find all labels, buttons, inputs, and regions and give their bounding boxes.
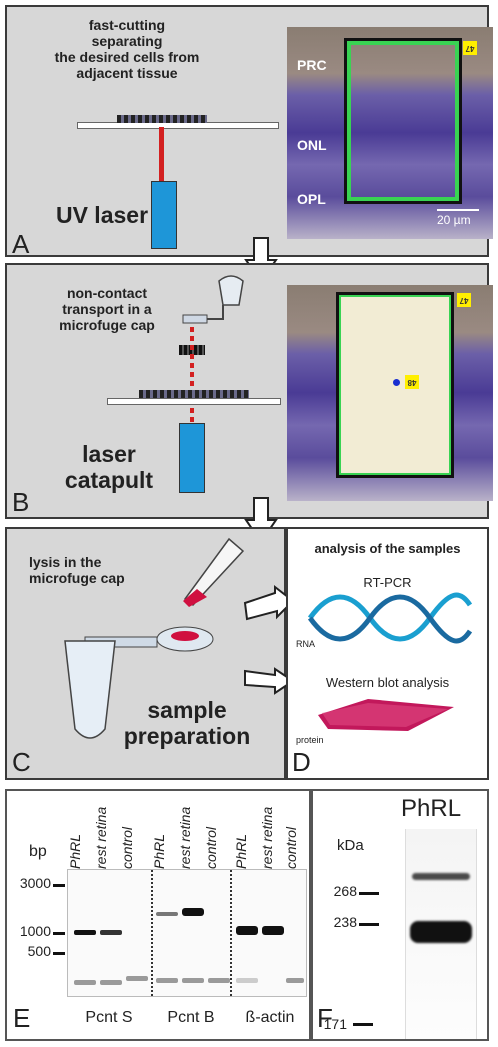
- micrograph-a: PRC ONL OPL 47 20 µm: [287, 27, 493, 239]
- layer-label-prc: PRC: [297, 57, 327, 73]
- lane-label: rest retina: [259, 806, 275, 869]
- panel-a-letter: A: [12, 229, 30, 259]
- panel-c-caption: lysis in the microfuge cap: [29, 554, 125, 586]
- bp-label: bp: [29, 843, 47, 860]
- microscope-slide: [77, 122, 279, 129]
- blot-band: [410, 921, 472, 943]
- laser-catapult-label: laser catapult: [64, 441, 154, 493]
- gel-band: [182, 978, 204, 983]
- lane-label: rest retina: [177, 806, 193, 869]
- gel-band: [286, 978, 304, 983]
- lane-label: control: [203, 826, 219, 869]
- cell-tag-b: 47: [457, 293, 471, 307]
- gel-band: [74, 930, 96, 935]
- panel-f-letter: F: [317, 1003, 333, 1033]
- western-blot-label: Western blot analysis: [325, 675, 450, 690]
- panel-d-letter: D: [292, 747, 311, 777]
- laser-cut-outline: [347, 41, 459, 201]
- protein-lattice-icon: [318, 699, 454, 731]
- kda-label: kDa: [337, 837, 364, 854]
- gel-band: [126, 976, 148, 981]
- panel-d-title: analysis of the samples: [314, 541, 461, 556]
- ladder-label-500: 500: [27, 943, 51, 959]
- microfuge-tube-icon: [64, 626, 214, 739]
- lane-label: rest retina: [93, 806, 109, 869]
- phrl-title: PhRL: [401, 795, 462, 822]
- agarose-gel: [67, 869, 307, 997]
- ladder-label-3000: 3000: [19, 875, 51, 891]
- group-label: ß-actin: [245, 1009, 295, 1026]
- lane-label: control: [283, 826, 299, 869]
- rna-label: RNA: [296, 639, 316, 649]
- cell-tag-center: 48: [405, 375, 419, 389]
- marker-tick-268: [359, 892, 379, 895]
- gel-band: [156, 978, 178, 983]
- western-blot-membrane: [405, 829, 477, 1039]
- protein-label: protein: [296, 735, 324, 745]
- lane-divider: [151, 870, 153, 996]
- gel-band: [236, 926, 258, 935]
- gel-band: [156, 912, 178, 916]
- lane-label: PhRL: [67, 833, 83, 869]
- lane-label: control: [119, 826, 135, 869]
- group-label: Pcnt S: [85, 1009, 133, 1026]
- marker-label-268: 268: [333, 883, 357, 899]
- layer-label-opl: OPL: [297, 191, 326, 207]
- panel-e: bp 3000 1000 500 PhRL rest retina contro…: [5, 789, 311, 1041]
- rt-pcr-label: RT-PCR: [363, 575, 412, 590]
- marker-tick-171: [353, 1023, 373, 1026]
- gel-band: [74, 980, 96, 985]
- uv-laser-device: [151, 181, 177, 249]
- panel-a-caption: fast-cutting separating the desired cell…: [54, 17, 200, 81]
- panel-b-caption: non-contact transport in a microfuge cap: [59, 285, 155, 333]
- panel-a: fast-cutting separating the desired cell…: [5, 5, 493, 259]
- panel-e-letter: E: [13, 1003, 31, 1033]
- marker-label-171: 171: [323, 1016, 347, 1032]
- panel-d: analysis of the samples RT-PCR RNA Weste…: [286, 527, 489, 780]
- ladder-label-1000: 1000: [19, 923, 51, 939]
- micrograph-b: 47 48: [287, 285, 493, 501]
- panel-b-letter: B: [12, 487, 30, 517]
- center-dot: [393, 379, 400, 386]
- scale-bar: [437, 209, 479, 211]
- tissue-section: [117, 115, 207, 123]
- panel-f: PhRL kDa 268 238 171 F: [311, 789, 489, 1041]
- scale-bar-label: 20 µm: [437, 213, 471, 227]
- lane-label: PhRL: [151, 833, 167, 869]
- uv-laser-label: UV laser: [55, 202, 149, 228]
- blot-band: [412, 873, 470, 880]
- gel-band: [182, 908, 204, 916]
- tissue-section-b: [139, 390, 249, 398]
- gel-band: [262, 926, 284, 935]
- panel-b: non-contact transport in a microfuge cap…: [5, 263, 493, 519]
- arrow-right-icon: [243, 584, 295, 621]
- marker-label-238: 238: [333, 914, 357, 930]
- panel-c: lysis in the microfuge cap sample prepar…: [5, 527, 295, 780]
- ladder-tick-500: [53, 952, 65, 955]
- lane-divider: [230, 870, 232, 996]
- cell-tag-a: 47: [463, 41, 477, 55]
- microfuge-tube-icon: [182, 275, 244, 324]
- gel-band: [100, 980, 122, 985]
- gel-band: [236, 978, 258, 983]
- laser-catapult-device: [179, 423, 205, 493]
- gel-band: [208, 978, 230, 983]
- laser-beam: [159, 127, 164, 183]
- lane-label: PhRL: [233, 833, 249, 869]
- marker-tick-238: [359, 923, 379, 926]
- gel-band: [100, 930, 122, 935]
- group-label: Pcnt B: [167, 1009, 215, 1026]
- layer-label-onl: ONL: [297, 137, 327, 153]
- ladder-tick-1000: [53, 932, 65, 935]
- sample-preparation-label: sample preparation: [123, 697, 251, 749]
- microscope-slide-b: [107, 398, 281, 405]
- pipette-tip-icon: [183, 537, 245, 607]
- panel-c-letter: C: [12, 747, 31, 777]
- dna-helix-icon: [307, 592, 473, 644]
- arrow-right-icon: [244, 667, 295, 695]
- laser-beam-dashed: [190, 327, 194, 435]
- ladder-tick-3000: [53, 884, 65, 887]
